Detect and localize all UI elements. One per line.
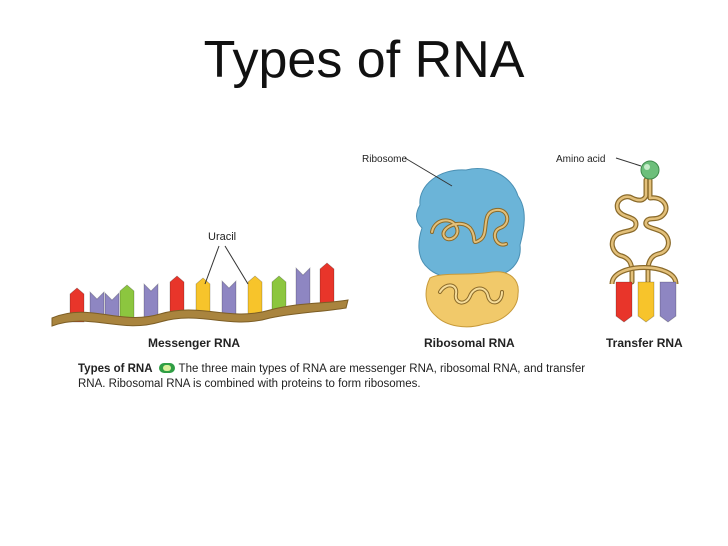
trna-anticodon-loop xyxy=(609,265,679,285)
trna-illustration: Amino acid Transfer RNA xyxy=(556,154,683,350)
mrna-backbone xyxy=(51,299,349,327)
ribosome-illustration: Ribosome Ribosomal RNA xyxy=(362,154,525,350)
ribosomal-rna-label: Ribosomal RNA xyxy=(424,336,515,350)
mrna-base-11 xyxy=(295,267,311,309)
mrna-base-8 xyxy=(221,280,237,316)
mrna-bases xyxy=(69,262,335,323)
transfer-rna-label: Transfer RNA xyxy=(606,336,683,350)
mrna-base-12 xyxy=(319,262,335,306)
trna-anticodon-loop-inner xyxy=(610,266,678,285)
trna-base-2 xyxy=(637,281,655,323)
uracil-pointer-right xyxy=(224,245,249,285)
trna-base-3 xyxy=(659,281,677,323)
mrna-base-4 xyxy=(119,284,135,322)
amino-acid-ball xyxy=(640,160,660,180)
slide-title: Types of RNA xyxy=(203,31,525,89)
amino-acid-highlight xyxy=(644,164,650,170)
go-online-icon xyxy=(158,363,175,373)
amino-acid-label: Amino acid xyxy=(556,154,605,165)
trna-anticodon-bases xyxy=(615,281,677,323)
ribosome-small-subunit xyxy=(425,271,519,328)
amino-acid-pointer xyxy=(615,157,642,167)
ribosome-label: Ribosome xyxy=(362,154,407,165)
mrna-base-9 xyxy=(247,275,263,315)
trna-strand-inner xyxy=(610,178,670,284)
uracil-label: Uracil xyxy=(208,231,236,243)
mrna-base-5 xyxy=(143,283,159,319)
rrna-strand-lower-inner xyxy=(439,284,503,304)
caption-body: The three main types of RNA are messenge… xyxy=(78,363,586,390)
ribosome-large-subunit xyxy=(416,168,525,280)
ribosome-pointer xyxy=(404,157,453,187)
trna-base-1 xyxy=(615,281,633,323)
messenger-rna-label: Messenger RNA xyxy=(148,336,240,350)
rrna-strand-upper-inner xyxy=(431,208,509,246)
caption-lead: Types of RNA xyxy=(78,363,153,375)
uracil-pointer-left xyxy=(204,245,220,285)
messenger-rna-illustration: Uracil Messenger RNA xyxy=(51,231,349,350)
